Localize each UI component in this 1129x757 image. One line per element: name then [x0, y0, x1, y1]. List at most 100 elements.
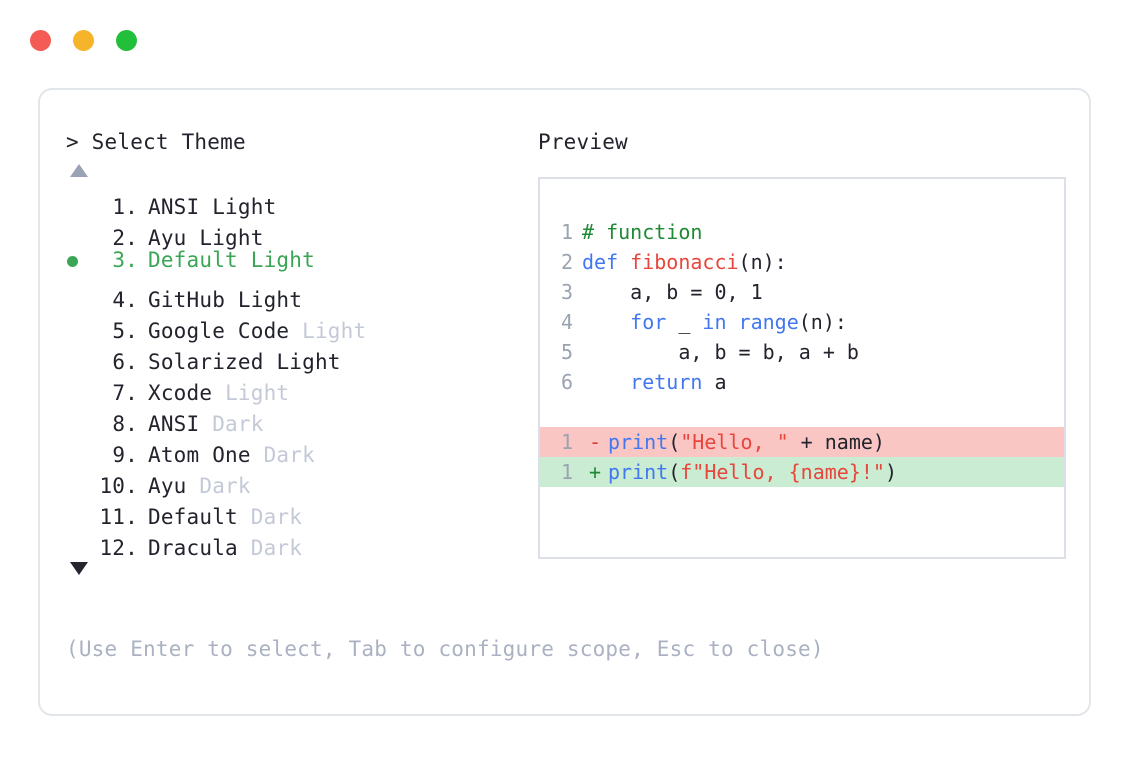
theme-item-index: 4. — [112, 288, 138, 312]
theme-item-space — [264, 347, 277, 378]
selection-bullet-slot — [66, 431, 92, 462]
theme-item-space — [225, 285, 238, 316]
theme-item-space — [199, 409, 212, 440]
code-line-number: 4 — [560, 310, 573, 334]
code-line: 2 def fibonacci(n): — [540, 247, 1064, 277]
code-token: in — [702, 310, 739, 334]
theme-item-name: Default — [148, 248, 238, 272]
theme-list-item[interactable]: 7. Xcode Light — [66, 369, 536, 405]
code-token: return — [630, 370, 703, 394]
code-line: 1 # function — [540, 217, 1064, 247]
theme-item-variant: Light — [250, 248, 315, 272]
theme-item-space — [238, 245, 251, 276]
theme-item-index: 1. — [112, 195, 138, 219]
theme-item-variant: Dark — [212, 412, 264, 436]
code-line-number: 3 — [560, 280, 573, 304]
window-traffic-lights — [30, 30, 137, 51]
theme-item-index: 2. — [112, 226, 138, 250]
minimize-window-button[interactable] — [73, 30, 94, 51]
theme-item-name: Ayu — [148, 226, 187, 250]
code-token: f"Hello, {name}!" — [680, 460, 885, 484]
theme-item-space — [238, 502, 251, 533]
diff-line-number: 1 — [560, 430, 573, 454]
theme-item-name: GitHub — [148, 288, 226, 312]
theme-item-name: Dracula — [148, 536, 238, 560]
theme-item-name: Xcode — [148, 381, 213, 405]
theme-item-space — [212, 378, 225, 409]
theme-item-index: 11. — [99, 505, 138, 529]
code-line-text: return a — [582, 367, 726, 397]
theme-item-index: 6. — [112, 350, 138, 374]
selection-bullet-slot — [66, 524, 92, 555]
code-spacer — [540, 397, 1064, 427]
code-line-number: 5 — [560, 340, 573, 364]
diff-line-del: 1-print("Hello, " + name) — [540, 427, 1064, 457]
theme-item-index: 7. — [112, 381, 138, 405]
code-token: range — [738, 310, 799, 334]
theme-list-item[interactable]: 2. Ayu Light — [66, 214, 536, 250]
theme-list-item[interactable]: 4.GitHub Light — [66, 276, 536, 312]
theme-item-space — [251, 440, 264, 471]
theme-item-name: Default — [148, 505, 238, 529]
theme-item-index: 9. — [112, 443, 138, 467]
theme-item-index: 10. — [99, 474, 138, 498]
theme-item-variant: Dark — [250, 505, 303, 529]
theme-item-variant: Light — [199, 226, 264, 250]
theme-list-item[interactable]: 11. Default Dark — [66, 493, 536, 529]
code-line-text: for _ in range(n): — [582, 307, 847, 337]
code-token: ( — [668, 460, 681, 484]
code-token: (n): — [798, 310, 847, 334]
code-line-number: 2 — [560, 250, 573, 274]
theme-item-index: 5. — [112, 319, 138, 343]
code-token — [582, 310, 630, 334]
theme-list-item[interactable]: 3.Default Light — [66, 245, 536, 276]
diff-sign: + — [588, 460, 602, 484]
code-line-number: 1 — [560, 220, 573, 244]
theme-list-item[interactable]: 12.Dracula Dark — [66, 524, 536, 560]
code-line-text: a, b = 0, 1 — [582, 277, 762, 307]
code-line-text: # function — [582, 217, 702, 247]
theme-list-item[interactable]: 8.ANSI Dark — [66, 400, 536, 436]
selection-bullet-slot — [66, 493, 92, 524]
code-token: _ — [666, 310, 703, 334]
selection-bullet-slot — [66, 246, 92, 277]
selection-bullet-slot — [66, 338, 92, 369]
theme-item-variant: Dark — [199, 474, 251, 498]
theme-item-name: Google Code — [148, 319, 290, 343]
preview-box: 1 # function 2 def fibonacci(n): 3 a, b = 0,… — [538, 177, 1066, 559]
code-token: (n): — [738, 250, 787, 274]
theme-list-item[interactable]: 9.Atom One Dark — [66, 431, 536, 467]
theme-list-item[interactable]: 6.Solarized Light — [66, 338, 536, 374]
diff-line-text: print("Hello, " + name) — [608, 427, 885, 457]
code-token: for — [630, 310, 667, 334]
theme-item-index: 8. — [112, 412, 138, 436]
code-sample: 1 # function 2 def fibonacci(n): 3 a, b = 0,… — [540, 217, 1064, 397]
theme-item-space — [289, 316, 302, 347]
code-token: ( — [668, 430, 681, 454]
diff-sign: - — [588, 430, 602, 454]
triangle-down-icon[interactable] — [70, 562, 88, 575]
theme-item-variant: Dark — [263, 443, 315, 467]
theme-item-variant: Light — [225, 381, 290, 405]
triangle-up-icon[interactable] — [70, 164, 88, 177]
maximize-window-button[interactable] — [116, 30, 137, 51]
theme-item-name: Solarized — [148, 350, 264, 374]
selection-bullet-slot — [66, 214, 92, 245]
theme-item-variant: Light — [212, 195, 277, 219]
close-window-button[interactable] — [30, 30, 51, 51]
code-line-text: def fibonacci(n): — [582, 247, 787, 277]
theme-item-name: ANSI — [148, 195, 200, 219]
code-token: "Hello, " — [680, 430, 789, 454]
theme-list-item[interactable]: 5. Google Code Light — [66, 307, 536, 343]
selection-bullet-slot — [66, 462, 92, 493]
theme-list-item[interactable]: 1. ANSI Light — [66, 183, 536, 219]
theme-item-variant: Light — [302, 319, 367, 343]
diff-line-text: print(f"Hello, {name}!") — [608, 457, 897, 487]
theme-list-item[interactable]: 10.Ayu Dark — [66, 462, 536, 498]
selection-bullet-slot — [66, 183, 92, 214]
